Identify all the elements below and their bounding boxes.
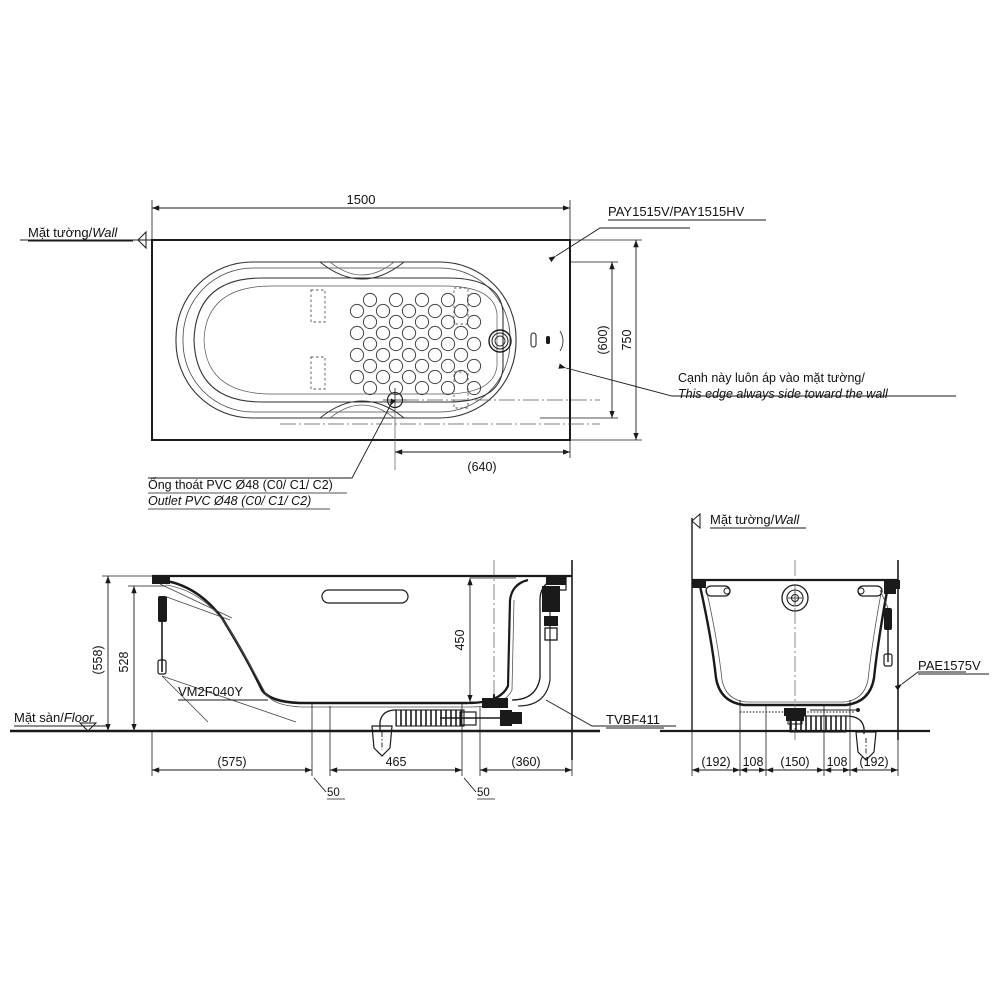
end-corner-left [692,580,706,588]
side-dim-558-label: (558) [91,645,105,674]
end-dim-3-label: (150) [780,755,809,769]
plan-outlet-note-en: Outlet PVC Ø48 (C0/ C1/ C2) [148,494,311,508]
plan-outlet-note-vi: Ống thoát PVC Ø48 (C0/ C1/ C2) [148,477,333,492]
plan-view: 1500 Mặt tường/Wall [20,192,956,510]
plan-rim-outer [175,261,517,419]
side-dim-465-label: 465 [386,755,407,769]
plan-dim-width: 1500 [151,192,571,245]
end-handle-right [857,585,883,597]
plan-dim-width-label: 1500 [347,192,376,207]
plan-bracket-4 [453,371,469,409]
side-part-drain-label: TVBF411 [606,712,660,727]
side-dim-360-label: (360) [511,755,540,769]
plan-dim-600-label: (600) [596,325,610,354]
plan-bracket-2 [310,356,326,390]
end-dim-5-label: (192) [859,755,888,769]
end-drain-assembly [740,708,877,761]
side-part-handle-label: VM2F040Y [178,684,243,699]
plan-dim-640: (640) [395,440,571,474]
plan-overflow-drain [488,329,512,353]
plan-rim-mid [182,267,511,413]
plan-recess-top-inner [329,261,395,276]
plan-bracket-3 [453,287,469,325]
side-dim-528: 528 [117,585,166,731]
end-wall-marker: Mặt tường/Wall [691,512,806,530]
plan-recess-bottom [319,400,405,419]
plan-product-label: PAY1515V/PAY1515HV [608,204,745,219]
side-corner-right [546,576,566,585]
side-dim-558: (558) [91,575,158,731]
end-leader-pae1575v: PAE1575V [894,658,989,691]
end-elevation-view: Mặt tường/Wall [660,512,989,776]
side-floor-label: Mặt sàn/Floor [14,710,94,725]
side-elevation-view: Mặt sàn/Floor VM2F040Y [10,560,676,800]
end-bowl-inner [705,587,883,703]
side-dim-chain: (575) 465 (360) 50 50 [151,703,573,800]
plan-antislip-pattern [349,292,482,396]
plan-leader-product: PAY1515V/PAY1515HV [548,204,766,263]
plan-dim-750: 750 [570,239,642,441]
side-tub-profile-right [467,578,529,705]
end-dim-4-label: 108 [827,755,848,769]
side-corner-left [152,576,170,584]
plan-leader-edge-note: Cạnh này luôn áp vào mặt tường/ This edg… [558,363,956,401]
plan-dim-750-label: 750 [620,330,634,351]
end-part-apron-label: PAE1575V [918,658,981,673]
plan-dim-600: (600) [540,261,618,419]
side-leader-tvbf411: TVBF411 [545,699,676,729]
end-handle-left [705,585,731,597]
end-dim-chain: (192) 108 (150) 108 (192) [691,700,899,776]
side-handle-recess [321,589,409,604]
end-wall-label: Mặt tường/Wall [710,512,800,527]
side-dim-528-label: 528 [117,652,131,673]
side-dim-gap-left-label: 50 [327,787,340,799]
end-dim-2-label: 108 [743,755,764,769]
plan-outline [151,239,571,441]
side-dim-575-label: (575) [217,755,246,769]
plan-recess-top [319,261,405,280]
side-floor-marker: Mặt sàn/Floor [14,710,108,732]
end-bowl-section [698,585,890,707]
side-leg-assembly-left [157,583,297,723]
plan-edge-note-vi: Cạnh này luôn áp vào mặt tường/ [678,371,865,385]
plan-bowl-inner [203,285,498,395]
end-leg-assembly [879,580,896,667]
plan-rim-fittings [530,330,564,352]
plan-wall-marker-left: Mặt tường/Wall [20,225,152,250]
side-drain-assembly [371,575,567,757]
plan-wall-label: Mặt tường/Wall [28,225,118,240]
side-dim-450-label: 450 [453,630,467,651]
plan-bowl [193,277,504,403]
plan-bracket-1 [310,289,326,323]
plan-recess-bottom-inner [329,404,395,419]
side-dim-450: 450 [453,577,516,703]
plan-dim-640-label: (640) [467,460,496,474]
side-dim-gap-right-label: 50 [477,787,490,799]
side-flexible-hose [395,709,465,727]
side-leader-vm2f040y: VM2F040Y [178,684,268,701]
plan-leader-outlet-note: Ống thoát PVC Ø48 (C0/ C1/ C2) Outlet PV… [148,398,396,510]
plan-edge-note-en: This edge always side toward the wall [678,387,889,401]
end-dim-1-label: (192) [701,755,730,769]
